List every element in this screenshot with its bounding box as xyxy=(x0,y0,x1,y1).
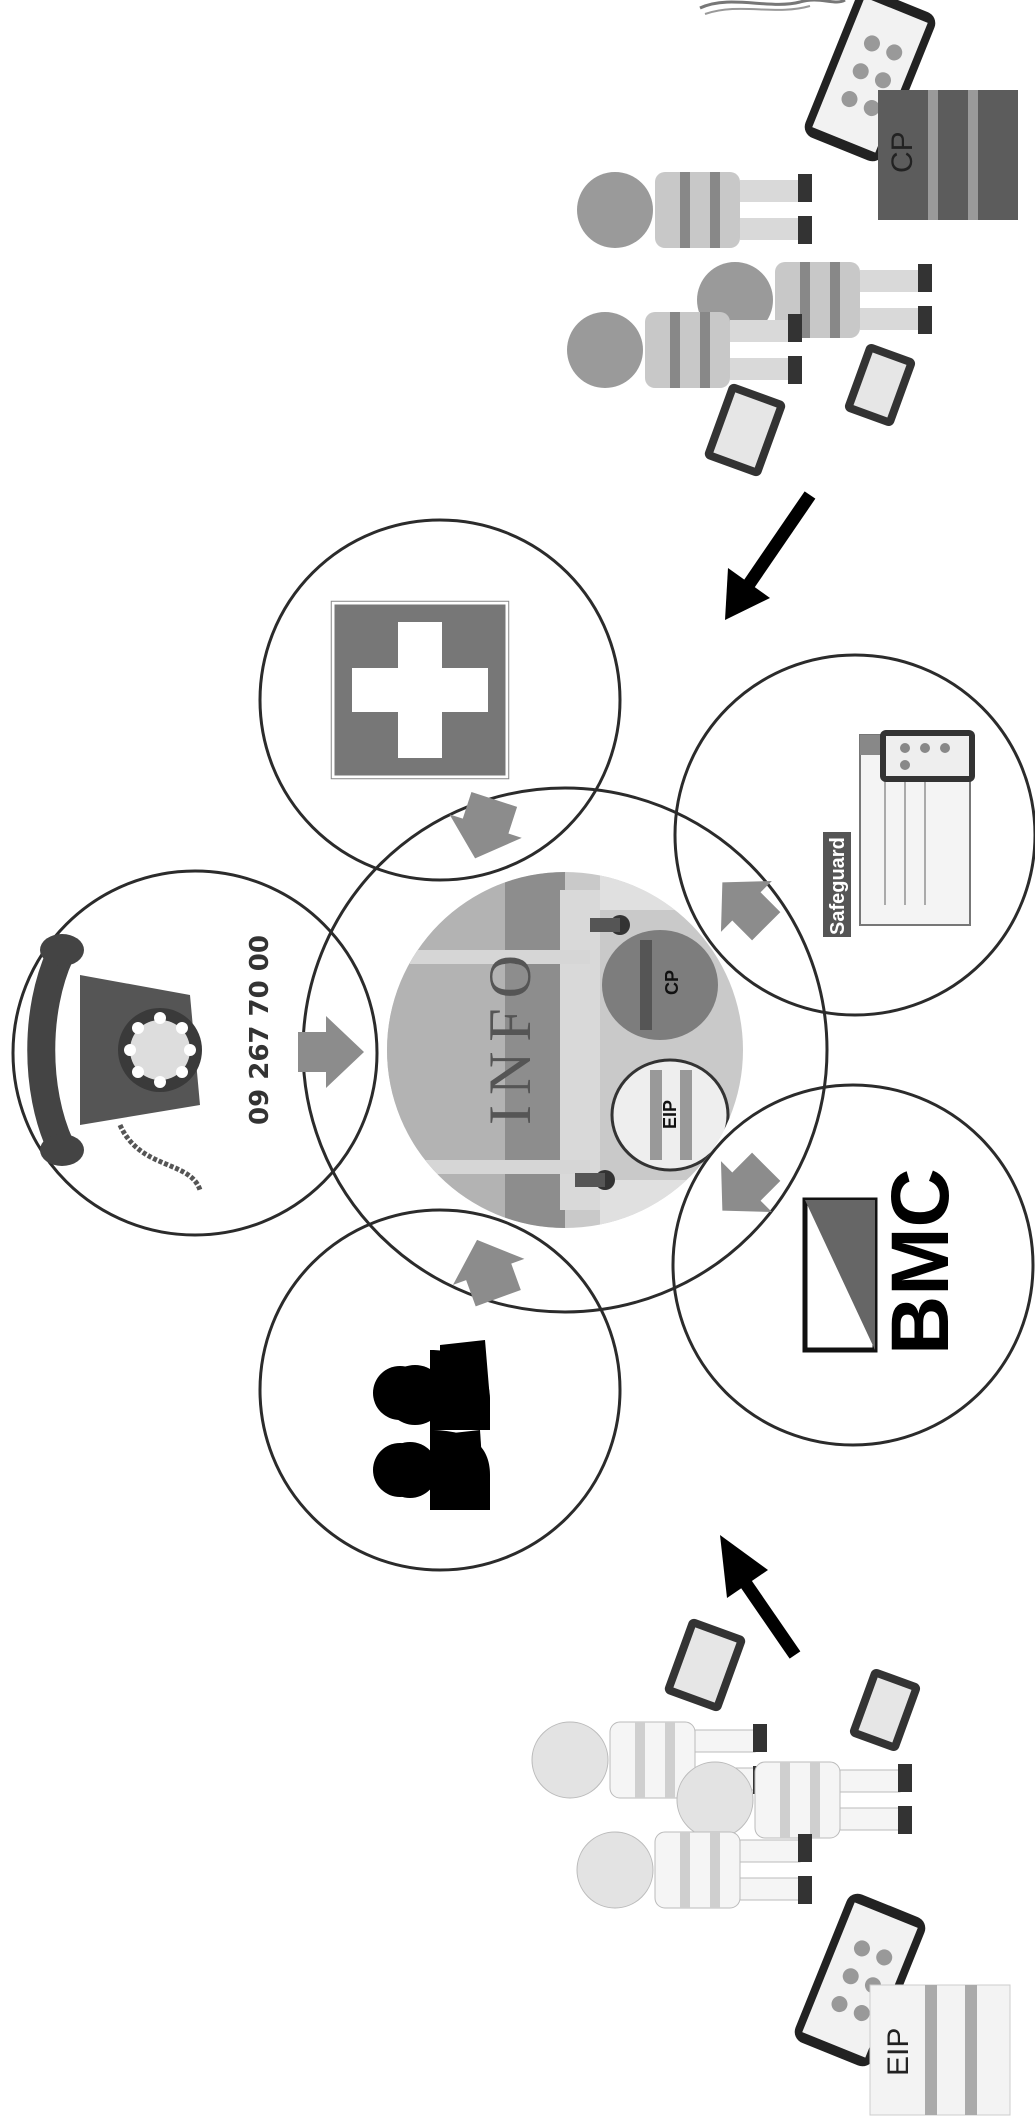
group-node xyxy=(258,1208,622,1572)
bmc-logo-icon xyxy=(802,1197,878,1353)
tablet-icon xyxy=(664,1618,746,1712)
safeguard-brand: Safeguard xyxy=(827,837,849,935)
smartphone-icon xyxy=(794,1893,926,2067)
tablet-icon xyxy=(704,383,786,477)
bmc-node: BMC xyxy=(671,1083,1035,1447)
bmc-brand: BMC xyxy=(875,1168,966,1355)
cp-vest-label: CP xyxy=(886,131,919,173)
safeguard-logo-bg xyxy=(823,832,851,937)
grey-arrow-bottom xyxy=(452,1239,525,1307)
flow-arrow-bottom xyxy=(720,1535,801,1659)
grey-arrow-upper-right xyxy=(720,880,781,941)
phone-node: 09 267 70 00 xyxy=(11,869,379,1237)
eip-vest-icon: EIP xyxy=(869,1984,1011,2116)
central-photo: INFO CP EIP xyxy=(387,872,743,1228)
backpack-eip-label: EIP xyxy=(660,1100,680,1129)
cp-team-illustration: CP xyxy=(567,0,1018,477)
first-aid-node xyxy=(258,518,622,882)
scribble-decoration xyxy=(699,0,846,15)
grey-arrow-top xyxy=(449,792,522,859)
cp-vest-icon: CP xyxy=(878,90,1018,220)
worker-figure xyxy=(676,1761,912,1839)
laptop-tablet-icon xyxy=(859,730,975,926)
grey-arrow-left xyxy=(298,1016,364,1088)
phone-number: 09 267 70 00 xyxy=(245,935,275,1125)
eip-team-illustration: EIP xyxy=(531,1618,1011,2116)
backpack-eip: EIP xyxy=(610,1058,730,1172)
worker-figure xyxy=(576,1831,812,1909)
eip-vest-label: EIP xyxy=(882,2028,915,2076)
flow-arrow-top xyxy=(725,491,816,620)
worker-figure xyxy=(567,312,802,388)
backpack-cp: CP xyxy=(602,930,718,1040)
safeguard-node: Safeguard xyxy=(673,653,1035,1017)
people-group-icon xyxy=(373,1340,490,1510)
worker-figure xyxy=(577,172,812,248)
tablet-icon xyxy=(849,1668,921,1752)
rotary-phone-icon xyxy=(27,934,203,1192)
tablet-icon xyxy=(844,343,916,427)
first-aid-cross-icon xyxy=(330,600,510,780)
grey-arrow-lower-right xyxy=(720,1152,781,1213)
backpack-cp-label: CP xyxy=(662,970,682,995)
info-sign: INFO xyxy=(477,945,543,1125)
smartphone-icon xyxy=(804,0,936,162)
